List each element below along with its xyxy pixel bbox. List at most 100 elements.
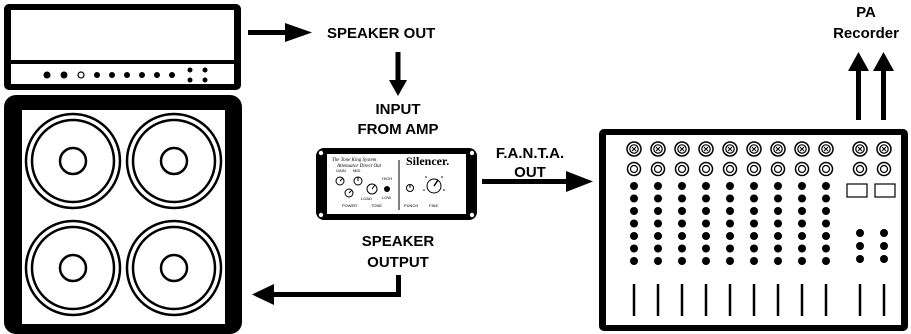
channel-knob [750, 182, 758, 190]
speaker-cone-top-left [24, 112, 122, 210]
channel-knob [774, 182, 782, 190]
channel-knob [702, 232, 710, 240]
channel-knob [822, 219, 830, 228]
channel-knob [774, 244, 782, 253]
silencer-unit: The Tone King System Attenuator Direct O… [316, 148, 477, 220]
channel-knob [678, 232, 686, 240]
channel-knob [678, 194, 686, 203]
channel-knob [750, 244, 758, 253]
fanta-out-label-line2: OUT [514, 164, 546, 181]
channel-knob [726, 232, 734, 240]
channel-knob [774, 194, 782, 203]
channel-knob [630, 182, 638, 190]
amp-head [4, 4, 241, 90]
mixer-channels [626, 141, 892, 316]
channel-knob [750, 194, 758, 203]
silencer-switch-load-icon[interactable] [384, 186, 390, 192]
arrow-mixer-to-pa [848, 52, 869, 120]
channel-knob [822, 194, 830, 203]
speaker-cone-bottom-right [125, 219, 223, 317]
silencer-label-load: LOAD [361, 196, 372, 201]
channel-knob [630, 244, 638, 253]
channel-knob [702, 207, 710, 215]
speaker-cone-top-right [125, 112, 223, 210]
channel-knob [630, 257, 638, 265]
arrow-mixer-to-recorder [873, 52, 894, 120]
channel-knob [726, 219, 734, 228]
silencer-label-punch: PUNCH [404, 203, 418, 208]
channel-knob [726, 207, 734, 215]
silencer-knob-fine-icon[interactable] [426, 178, 442, 194]
channel-knob [822, 207, 830, 215]
silencer-label-fine: FINE [429, 203, 438, 208]
channel-knob [678, 207, 686, 215]
channel-knob [702, 194, 710, 203]
channel-knob [678, 219, 686, 228]
pa-label: PA [856, 4, 876, 21]
silencer-knob-mid-icon[interactable] [353, 176, 363, 186]
channel-knob [678, 257, 686, 265]
channel-knob [702, 219, 710, 228]
input-from-amp-label-line1: INPUT [376, 101, 421, 118]
master-knob [856, 242, 864, 250]
channel-knob [726, 244, 734, 253]
silencer-label-mid: MID [353, 168, 360, 173]
channel-knob [822, 182, 830, 190]
silencer-knob-power-icon[interactable] [344, 188, 354, 198]
channel-knob [774, 257, 782, 265]
speaker-out-label: SPEAKER OUT [327, 25, 435, 42]
channel-knob [654, 194, 662, 203]
channel-knob [798, 244, 806, 253]
channel-knob [654, 232, 662, 240]
speaker-cabinet [4, 95, 242, 334]
fanta-out-label-line1: F.A.N.T.A. [496, 145, 564, 162]
speaker-cone-bottom-left [24, 219, 122, 317]
channel-knob [702, 257, 710, 265]
channel-knob [750, 257, 758, 265]
channel-knob [630, 232, 638, 240]
silencer-knob-gain-icon[interactable] [335, 176, 345, 186]
amp-head-controls [43, 67, 208, 83]
speaker-output-label-line2: OUTPUT [367, 254, 429, 271]
channel-knob [678, 182, 686, 190]
channel-knob [654, 244, 662, 253]
channel-knob [726, 257, 734, 265]
channel-knob [822, 244, 830, 253]
channel-knob [654, 219, 662, 228]
silencer-label-power: POWER [342, 203, 357, 208]
silencer-label-low: LOW [382, 195, 391, 200]
channel-knob [726, 182, 734, 190]
channel-knob [798, 207, 806, 215]
master-knob [856, 229, 864, 237]
channel-knob [654, 257, 662, 265]
master-knob [856, 255, 864, 263]
silencer-label-tone: TONE [371, 203, 382, 208]
input-from-amp-label-line2: FROM AMP [357, 121, 438, 138]
silencer-brand: Silencer. [406, 154, 449, 168]
channel-knob [798, 257, 806, 265]
silencer-knob-punch-icon[interactable] [406, 184, 414, 192]
arrow-fanta-out-to-mixer [482, 171, 593, 192]
channel-knob [750, 232, 758, 240]
mixer-stereo-section [846, 183, 896, 198]
mixer-console [599, 129, 908, 331]
channel-knob [798, 194, 806, 203]
channel-knob [654, 182, 662, 190]
channel-knob [774, 219, 782, 228]
silencer-knob-tone-icon[interactable] [366, 183, 378, 195]
master-knob [880, 229, 888, 237]
channel-knob [702, 244, 710, 253]
silencer-script-line2: Attenuator Direct Out [336, 164, 382, 169]
channel-knob [726, 194, 734, 203]
speaker-output-label-line1: SPEAKER [362, 233, 435, 250]
silencer-label-gain: GAIN [336, 168, 346, 173]
channel-knob [750, 219, 758, 228]
channel-knob [798, 232, 806, 240]
channel-knob [630, 194, 638, 203]
channel-knob [678, 244, 686, 253]
silencer-script-line1: The Tone King System [332, 158, 377, 163]
channel-knob [774, 232, 782, 240]
channel-knob [630, 219, 638, 228]
arrow-speaker-output-to-cabinet [252, 275, 401, 305]
